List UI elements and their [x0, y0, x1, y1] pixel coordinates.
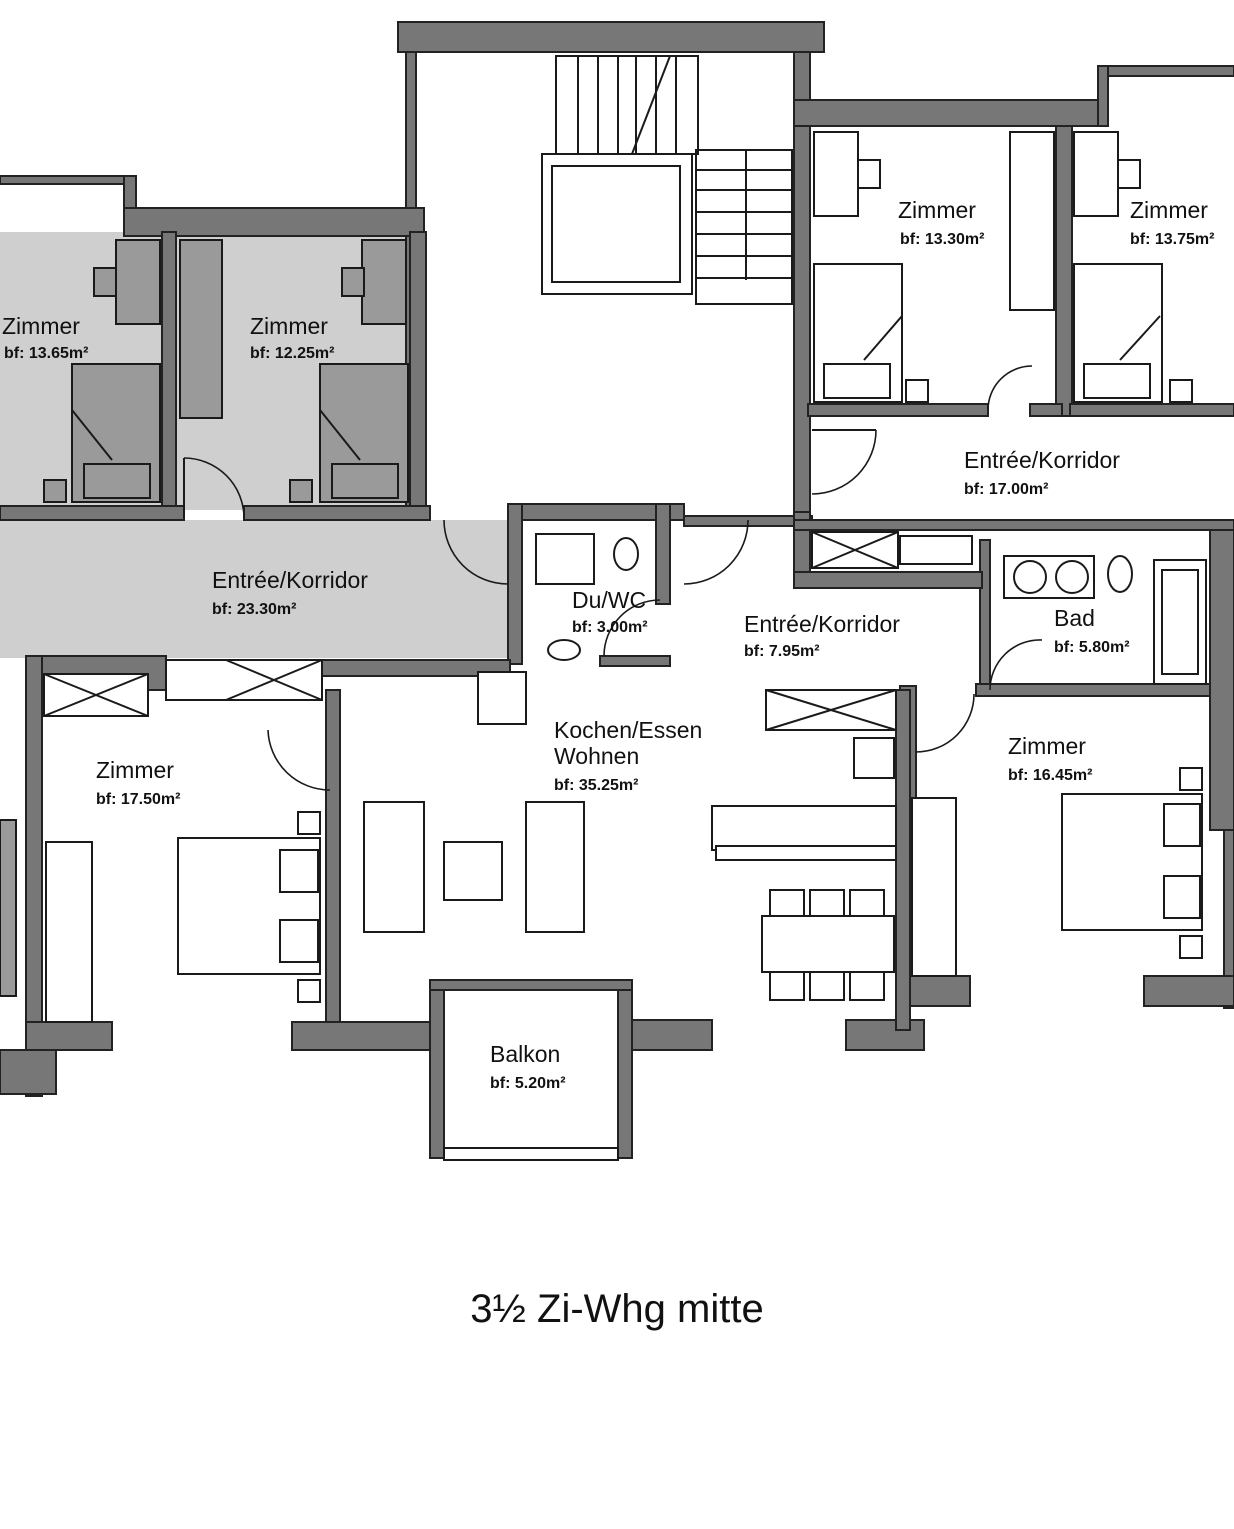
- room-name: Kochen/Essen: [554, 717, 702, 743]
- fixtures-core: [443, 519, 1207, 753]
- room-area: bf: 13.30m²: [900, 231, 984, 248]
- room-area: bf: 16.45m²: [1008, 767, 1092, 784]
- room-area: bf: 12.25m²: [250, 345, 334, 362]
- room-name: Entrée/Korridor: [744, 611, 900, 637]
- plan-title: 3½ Zi-Whg mitte: [470, 1287, 764, 1331]
- room-name: Bad: [1054, 605, 1095, 631]
- stairwell: [541, 55, 793, 305]
- room-area: bf: 5.20m²: [490, 1075, 566, 1092]
- furniture-upper-right: [811, 131, 1193, 495]
- room-name: Zimmer: [1008, 733, 1086, 759]
- room-area: bf: 3.00m²: [572, 619, 648, 636]
- room-name: Zimmer: [2, 313, 80, 339]
- room-area: bf: 5.80m²: [1054, 639, 1130, 656]
- room-area: bf: 17.50m²: [96, 791, 180, 808]
- room-area: bf: 35.25m²: [554, 777, 638, 794]
- room-area: bf: 13.75m²: [1130, 231, 1214, 248]
- room-area: bf: 17.00m²: [964, 481, 1048, 498]
- room-name: Entrée/Korridor: [964, 447, 1120, 473]
- walls: [0, 21, 1234, 1161]
- room-labels: Zimmer bf: 13.65m² Zimmer bf: 12.25m² Zi…: [2, 197, 1214, 1092]
- furniture-lower-right: [911, 767, 1203, 977]
- room-area: bf: 13.65m²: [4, 345, 88, 362]
- furniture-lower-left: [0, 659, 323, 1023]
- room-name-2: Wohnen: [554, 743, 639, 769]
- room-name: Zimmer: [1130, 197, 1208, 223]
- room-area: bf: 7.95m²: [744, 643, 820, 660]
- room-name: Entrée/Korridor: [212, 567, 368, 593]
- room-name: Balkon: [490, 1041, 560, 1067]
- room-name: Zimmer: [898, 197, 976, 223]
- room-name: Zimmer: [250, 313, 328, 339]
- room-name: Zimmer: [96, 757, 174, 783]
- furniture-upper-left: [43, 239, 409, 519]
- furniture-living: [267, 671, 897, 1001]
- room-area: bf: 23.30m²: [212, 601, 296, 618]
- room-name: Du/WC: [572, 587, 646, 613]
